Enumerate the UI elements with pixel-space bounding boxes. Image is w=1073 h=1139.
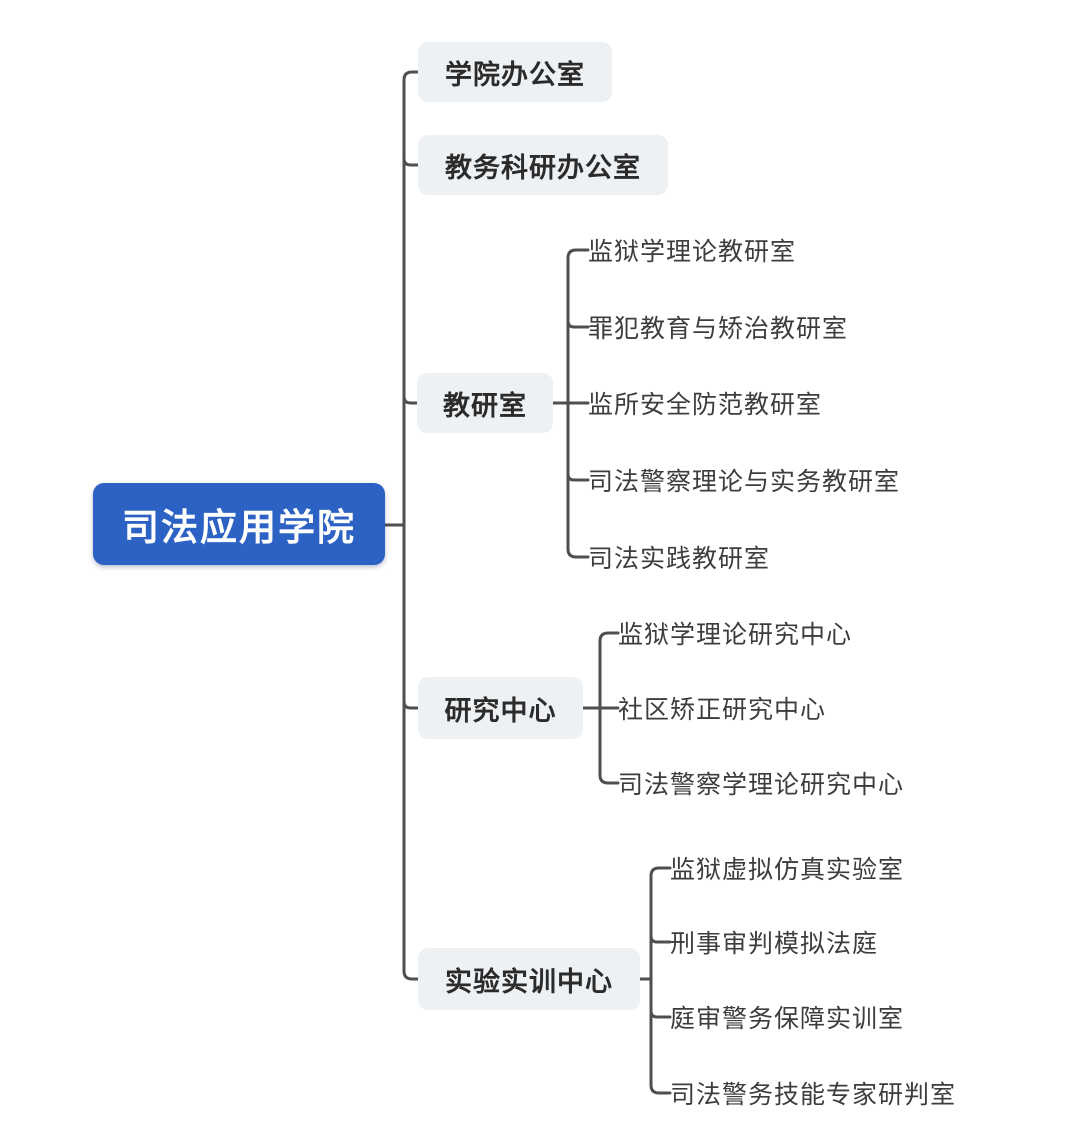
child-node[interactable]: 庭审警务保障实训室 xyxy=(670,1005,905,1033)
edge-branch-4 xyxy=(402,700,420,710)
edge-branch-5 xyxy=(402,969,420,981)
child-node[interactable]: 监所安全防范教研室 xyxy=(588,391,823,419)
edge-b5-trunk xyxy=(649,866,672,1087)
edge-b3-c2 xyxy=(566,319,590,329)
edge-b4-trunk xyxy=(598,631,620,777)
edge-b4-c3 xyxy=(598,773,620,785)
branch-node-training-center[interactable]: 实验实训中心 xyxy=(418,948,640,1010)
child-node[interactable]: 司法警察学理论研究中心 xyxy=(618,771,905,799)
root-node[interactable]: 司法应用学院 xyxy=(93,483,385,565)
child-node[interactable]: 司法警务技能专家研判室 xyxy=(670,1081,957,1109)
edge-branch-3 xyxy=(402,395,420,405)
edge-trunk xyxy=(402,70,420,973)
branch-node-college-office[interactable]: 学院办公室 xyxy=(418,42,612,102)
edge-branch-2 xyxy=(402,157,420,167)
child-node[interactable]: 监狱虚拟仿真实验室 xyxy=(670,856,905,884)
child-node[interactable]: 司法实践教研室 xyxy=(588,545,771,573)
edge-b3-c5 xyxy=(566,547,590,559)
child-node[interactable]: 监狱学理论教研室 xyxy=(588,238,797,266)
edge-b5-c2 xyxy=(649,934,672,944)
edge-b3-c4 xyxy=(566,472,590,482)
edge-b5-c3 xyxy=(649,1009,672,1019)
child-node[interactable]: 监狱学理论研究中心 xyxy=(618,621,853,649)
branch-node-academic-research-office[interactable]: 教务科研办公室 xyxy=(418,135,668,195)
edge-b3-trunk xyxy=(566,248,590,551)
branch-node-research-center[interactable]: 研究中心 xyxy=(418,677,583,739)
child-node[interactable]: 罪犯教育与矫治教研室 xyxy=(588,315,849,343)
child-node[interactable]: 社区矫正研究中心 xyxy=(618,696,827,724)
child-node[interactable]: 司法警察理论与实务教研室 xyxy=(588,468,901,496)
child-node[interactable]: 刑事审判模拟法庭 xyxy=(670,930,879,958)
edge-b5-c4 xyxy=(649,1083,672,1095)
branch-node-teaching-research-section[interactable]: 教研室 xyxy=(417,373,553,433)
